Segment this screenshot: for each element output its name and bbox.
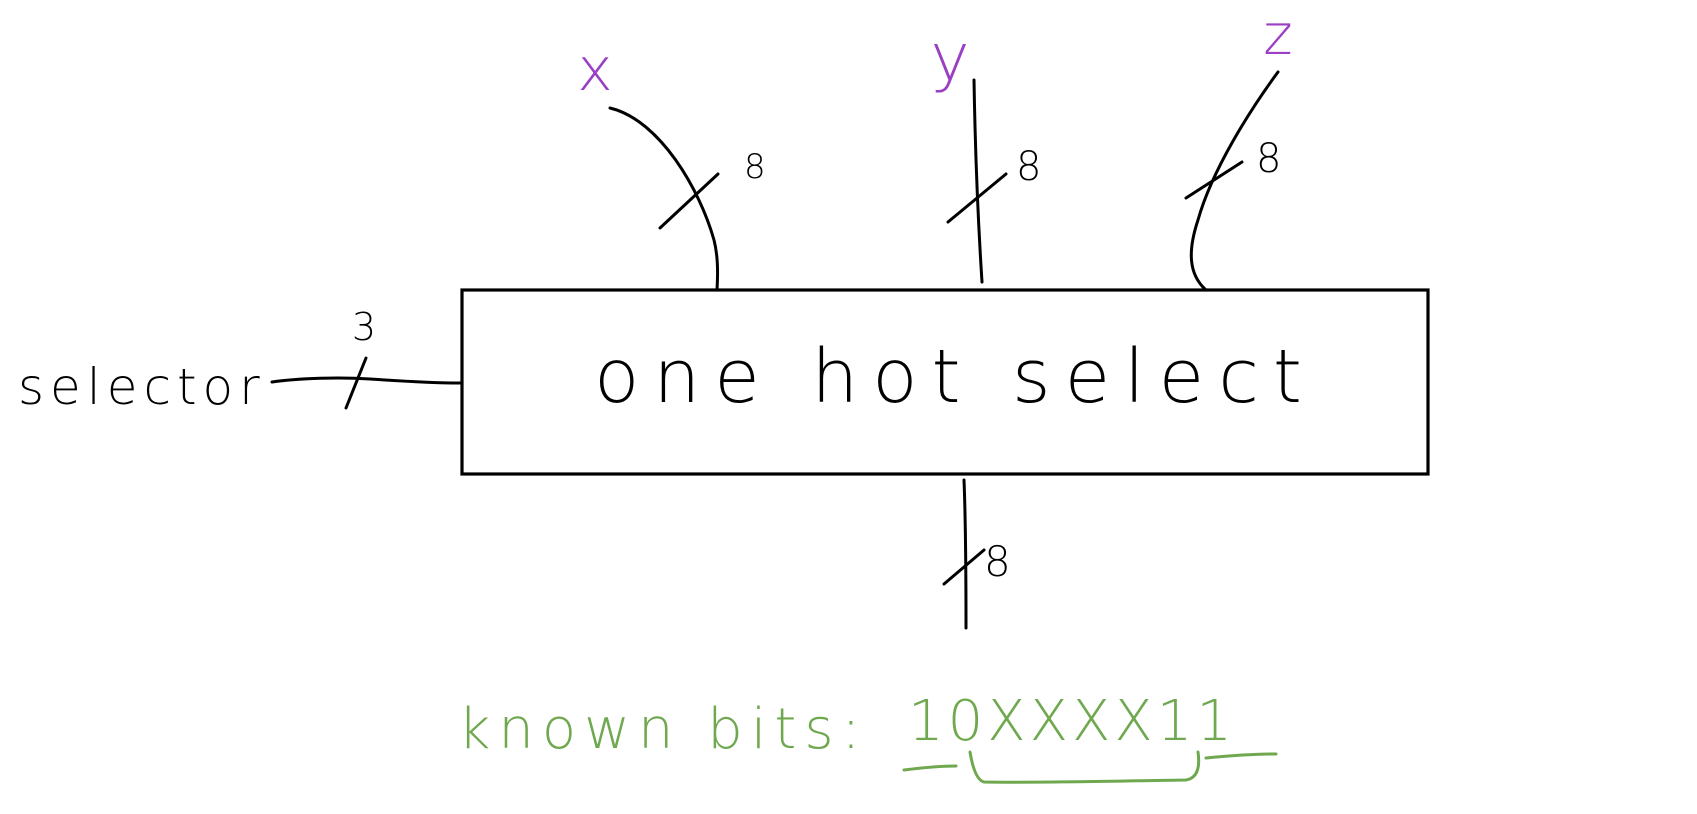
input-z-wire: [1189, 70, 1280, 292]
input-y-width: 8: [1016, 144, 1041, 190]
input-x-bus: 8 x: [577, 35, 766, 292]
input-z-bus: 8 z: [1184, 3, 1293, 292]
output-bus-slash: [942, 548, 986, 586]
known-bits-prefix: known bits:: [458, 697, 868, 762]
selector-label: selector: [18, 358, 266, 416]
output-wire: [962, 478, 968, 630]
block-rectangle: [460, 288, 1430, 476]
input-x-wire: [608, 106, 720, 292]
output-bus: 8: [942, 478, 1011, 630]
input-y-bus: 8 y: [930, 19, 1041, 284]
known-bits-note: known bits: 10XXXX11: [458, 689, 1278, 784]
one-hot-select-block: one hot select: [460, 288, 1430, 476]
block-label: one hot select: [594, 334, 1316, 420]
known-bits-value: 10XXXX11: [908, 689, 1236, 754]
input-x-label: x: [577, 35, 613, 105]
selector-wire: [270, 376, 462, 385]
input-y-bus-slash: [946, 172, 1008, 224]
input-z-bus-slash: [1184, 160, 1244, 200]
input-z-label: z: [1263, 3, 1292, 68]
input-x-width: 8: [744, 147, 766, 187]
input-x-bus-slash: [658, 172, 720, 230]
input-y-wire: [972, 78, 984, 284]
input-z-width: 8: [1256, 136, 1281, 182]
known-bits-underline-left: [902, 764, 958, 772]
known-bits-bracket: [968, 750, 1201, 784]
selector-width: 3: [352, 305, 376, 349]
known-bits-underline-right: [1204, 752, 1278, 760]
selector-bus: selector 3: [18, 305, 462, 416]
selector-bus-slash: [344, 356, 368, 410]
output-width: 8: [984, 537, 1011, 586]
input-y-label: y: [930, 19, 969, 96]
